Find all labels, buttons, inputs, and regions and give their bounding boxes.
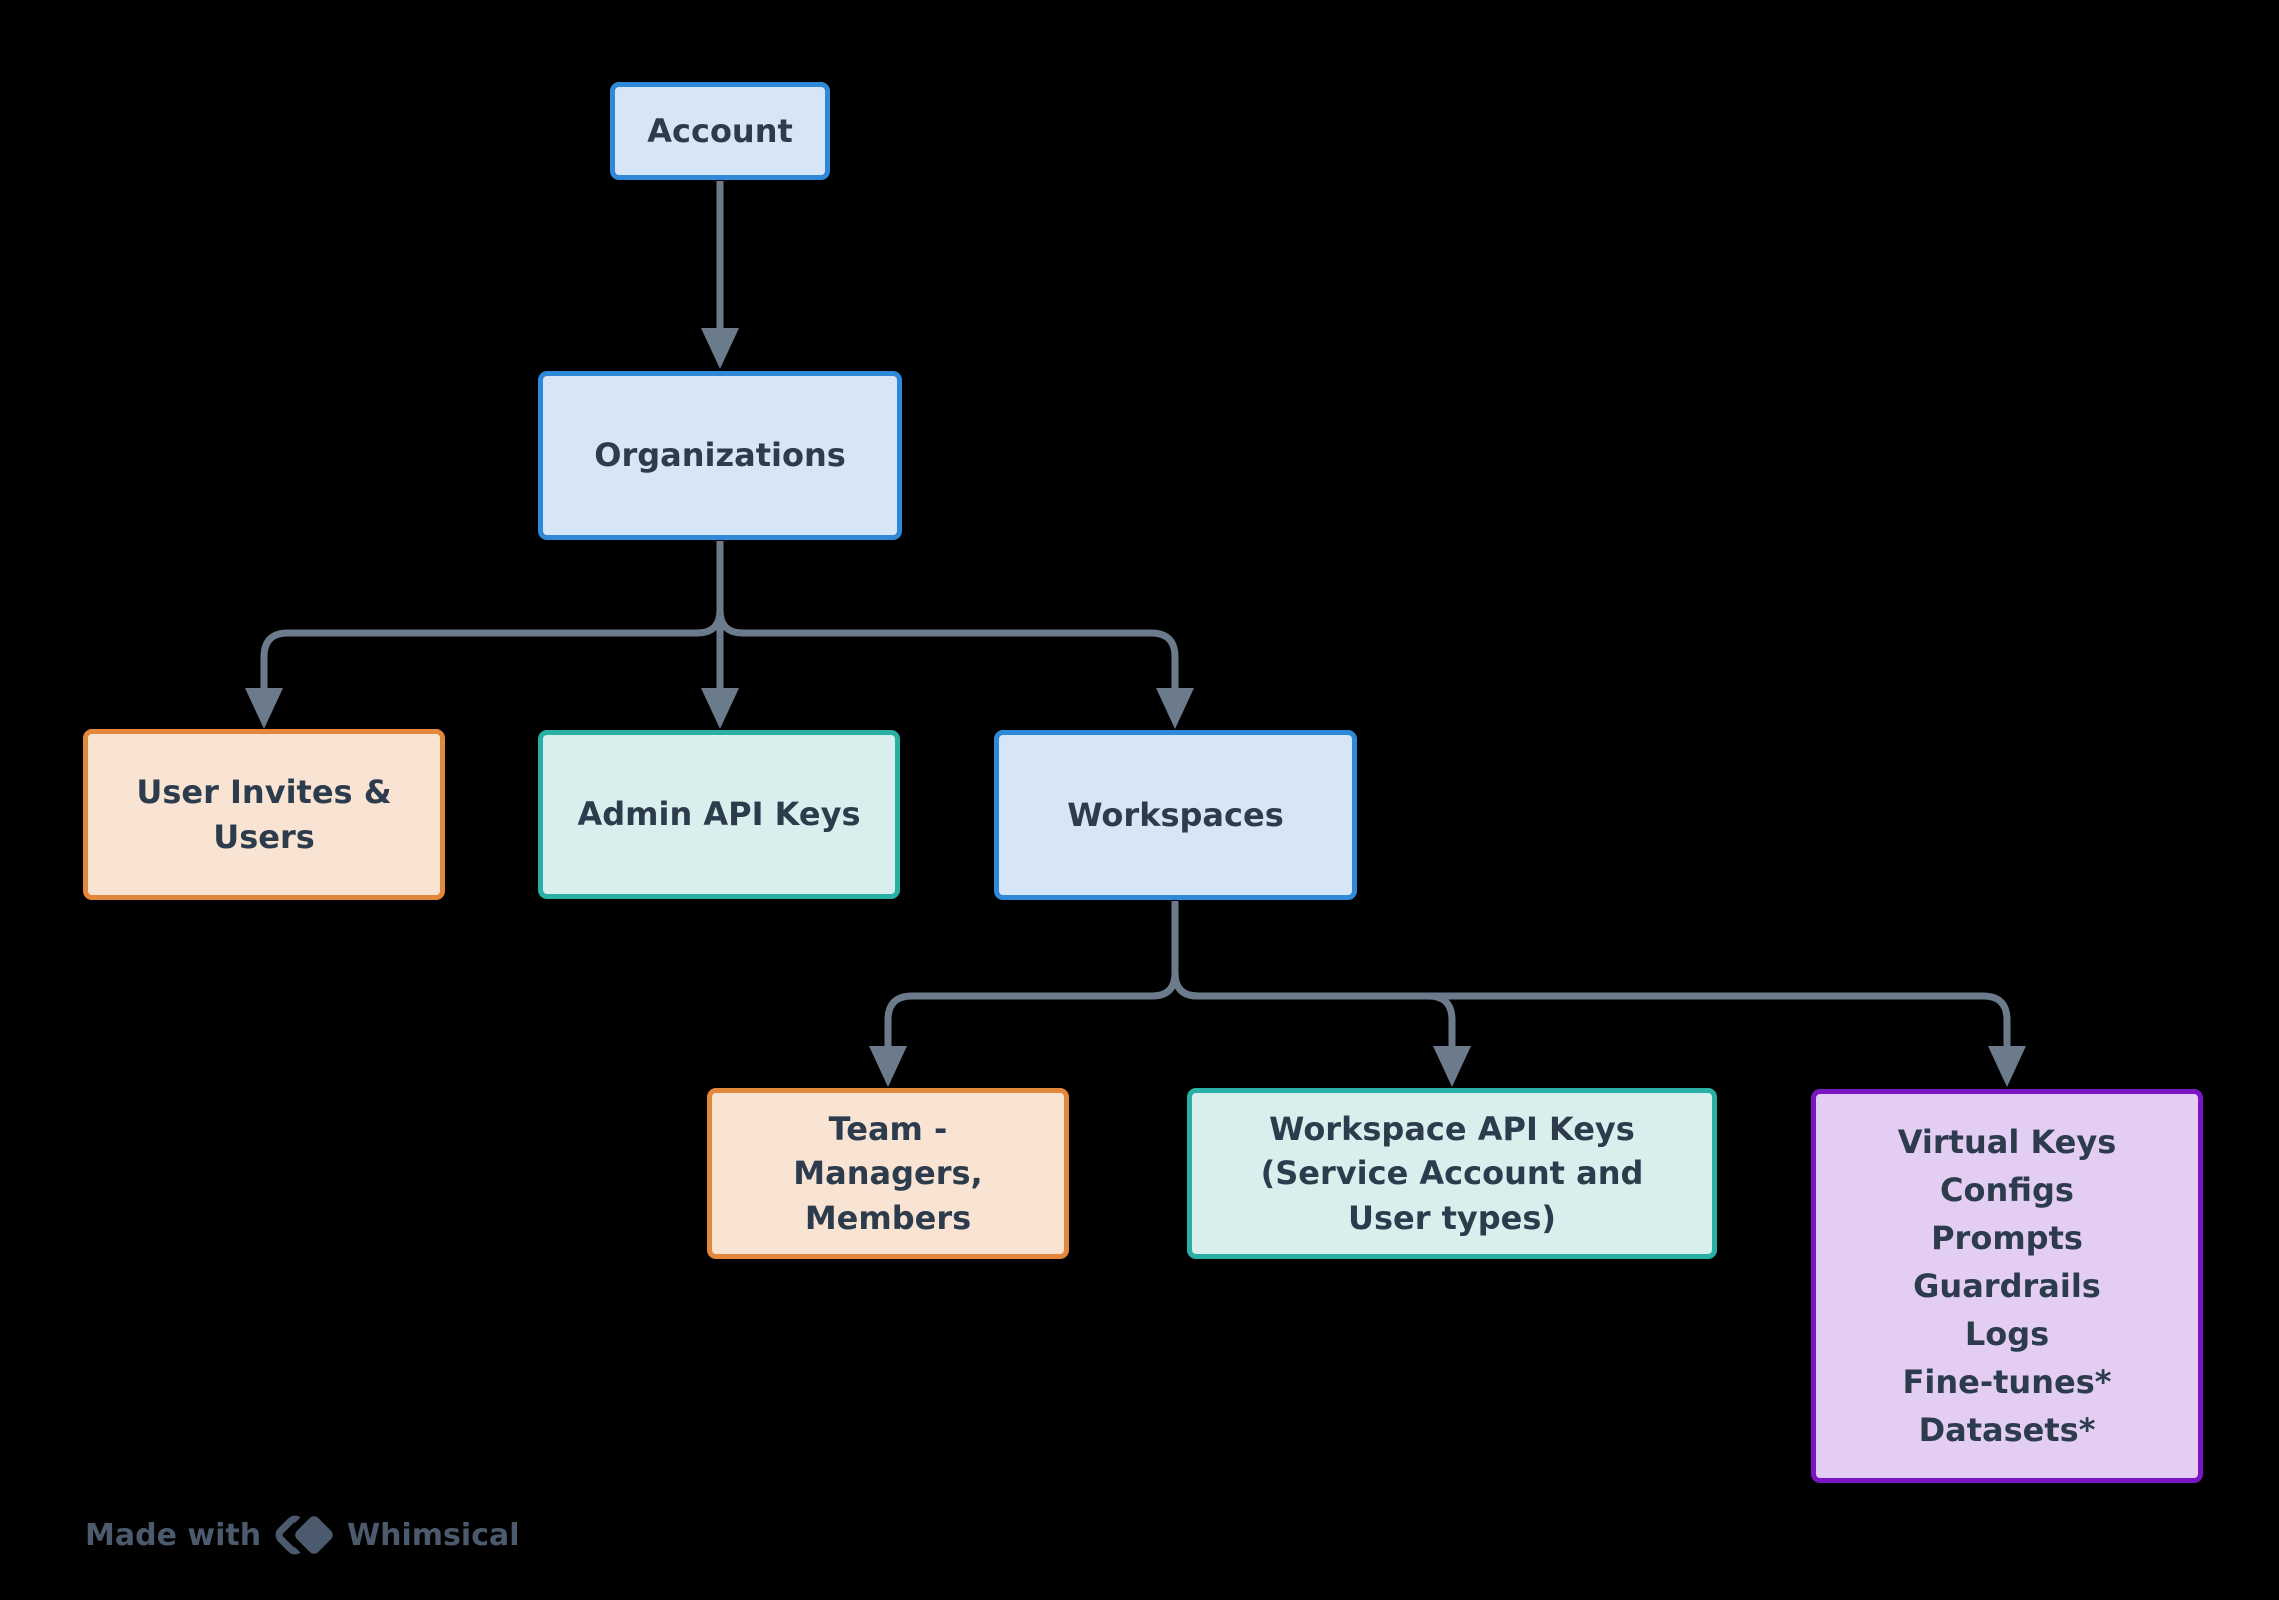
- node-team-managers-members-label: Team - Managers, Members: [793, 1110, 983, 1237]
- whimsical-logo-icon: [275, 1510, 334, 1560]
- feature-configs: Configs: [1940, 1171, 2074, 1209]
- arrowhead-workspace-api-keys: [1433, 1046, 1471, 1087]
- arrowhead-team: [869, 1046, 907, 1087]
- connector-workspaces-team: [869, 901, 1179, 1087]
- feature-guardrails: Guardrails: [1913, 1267, 2101, 1305]
- node-admin-api-keys: Admin API Keys: [538, 730, 900, 899]
- arrowhead-user-invites: [245, 688, 283, 729]
- connector-account-organizations: [701, 181, 739, 369]
- node-organizations-label: Organizations: [594, 436, 846, 475]
- node-account-label: Account: [647, 111, 793, 150]
- node-workspaces-label: Workspaces: [1067, 795, 1284, 834]
- feature-prompts: Prompts: [1931, 1219, 2083, 1257]
- whimsical-brand-text: Whimsical: [347, 1517, 520, 1553]
- arrowhead-admin-api-keys: [701, 688, 739, 729]
- connector-workspaces-workspace-features: [1171, 901, 2026, 1087]
- arrowhead-organizations: [701, 328, 739, 369]
- node-workspace-api-keys: Workspace API Keys (Service Account and …: [1187, 1088, 1717, 1259]
- feature-logs: Logs: [1964, 1315, 2050, 1353]
- connector-organizations-workspaces: [716, 541, 1194, 729]
- whimsical-attribution[interactable]: Made with Whimsical: [85, 1510, 520, 1560]
- node-user-invites-users: User Invites & Users: [83, 729, 445, 900]
- arrowhead-workspaces: [1156, 688, 1194, 729]
- made-with-text: Made with: [85, 1517, 262, 1553]
- node-account: Account: [610, 82, 830, 180]
- node-admin-api-keys-label: Admin API Keys: [577, 795, 861, 834]
- arrowhead-workspace-features: [1988, 1046, 2026, 1087]
- node-workspaces: Workspaces: [994, 730, 1357, 900]
- feature-virtual-keys: Virtual Keys: [1897, 1123, 2117, 1161]
- connector-organizations-user-invites: [245, 541, 724, 729]
- node-user-invites-users-label: User Invites & Users: [136, 773, 392, 856]
- node-team-managers-members: Team - Managers, Members: [707, 1088, 1069, 1259]
- node-workspace-features: Virtual Keys Configs Prompts Guardrails …: [1811, 1089, 2203, 1483]
- node-workspace-api-keys-label: Workspace API Keys (Service Account and …: [1260, 1110, 1644, 1237]
- feature-datasets: Datasets*: [1918, 1411, 2096, 1449]
- node-organizations: Organizations: [538, 371, 902, 540]
- feature-fine-tunes: Fine-tunes*: [1902, 1363, 2112, 1401]
